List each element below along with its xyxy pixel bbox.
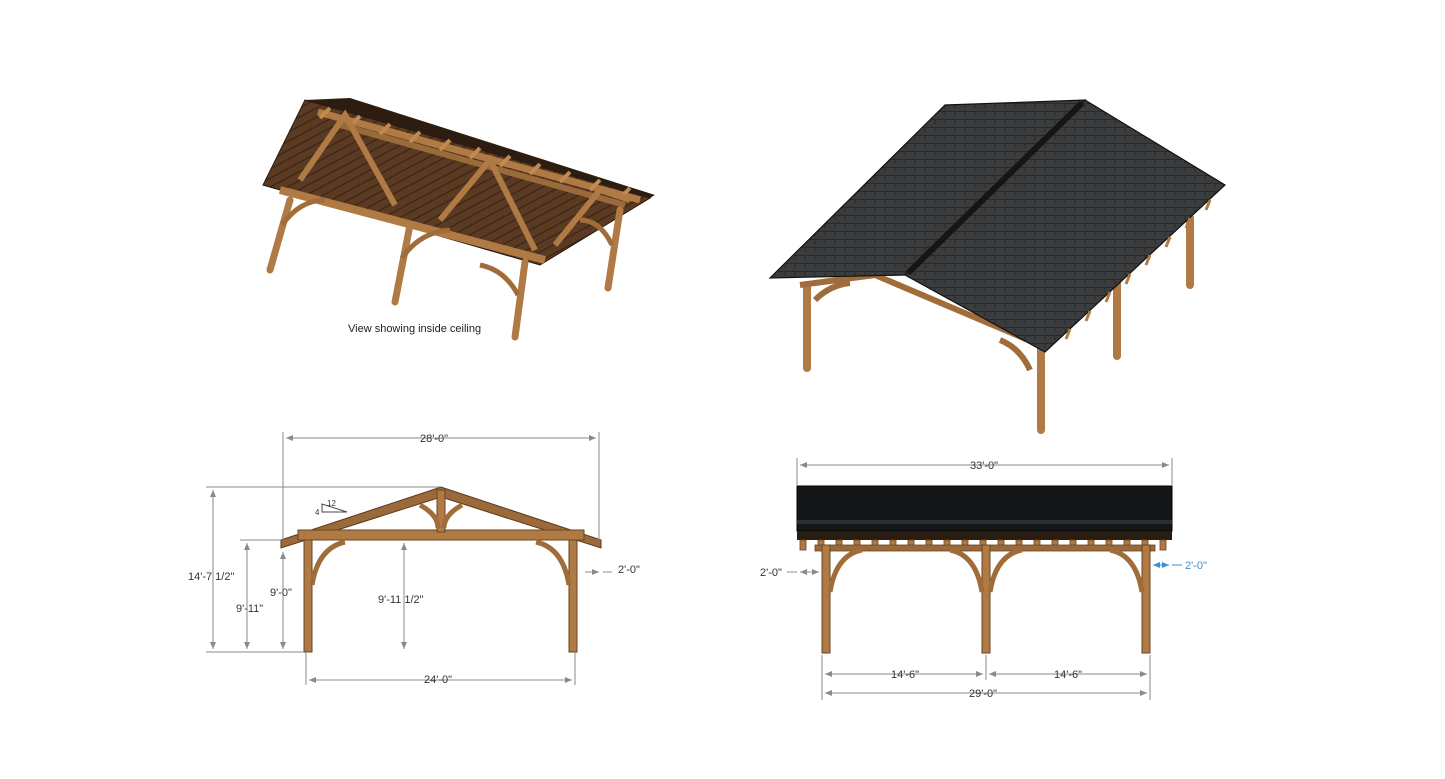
inside-ceiling-view: View showing inside ceiling xyxy=(262,98,655,341)
roof-face xyxy=(796,485,1173,532)
dim-bay-right: 14'-6" xyxy=(1054,669,1082,681)
front-elevation: 33'-0" 14'-6" 14'-6" 29'-0" 2'-0" 2'-0" xyxy=(760,458,1207,700)
gable-roof xyxy=(280,486,602,549)
post-right xyxy=(568,539,578,653)
dim-tie-beam-height: 9'-11 1/2" xyxy=(378,594,424,606)
dim-post-height: 9'-0" xyxy=(270,587,292,599)
dim-post-span: 24'-0" xyxy=(424,674,452,686)
dim-overall-length: 33'-0" xyxy=(970,460,998,472)
dim-left-overhang: 2'-0" xyxy=(760,567,782,579)
front-post-3 xyxy=(1141,544,1151,654)
pitch-rise: 4 xyxy=(315,508,320,517)
dim-bay-left: 14'-6" xyxy=(891,669,919,681)
post-left xyxy=(303,539,313,653)
dim-front-post-span: 29'-0" xyxy=(969,688,997,700)
dim-overall-width: 28'-0" xyxy=(420,433,448,445)
side-elevation: 12 4 28'-0" 24'-0" 14'-7 1/2 xyxy=(188,432,640,686)
front-post-1 xyxy=(821,544,831,654)
roof-exterior-view xyxy=(768,99,1226,434)
view-caption: View showing inside ceiling xyxy=(348,323,481,335)
pitch-run: 12 xyxy=(327,499,336,508)
dim-right-overhang: 2'-0" xyxy=(1185,560,1207,572)
dim-overall-height: 14'-7 1/2" xyxy=(188,571,234,583)
front-post-2 xyxy=(981,544,991,654)
dim-overhang: 2'-0" xyxy=(618,564,640,576)
dim-eave-height: 9'-11" xyxy=(236,603,263,615)
ridge-cap xyxy=(905,100,1085,276)
